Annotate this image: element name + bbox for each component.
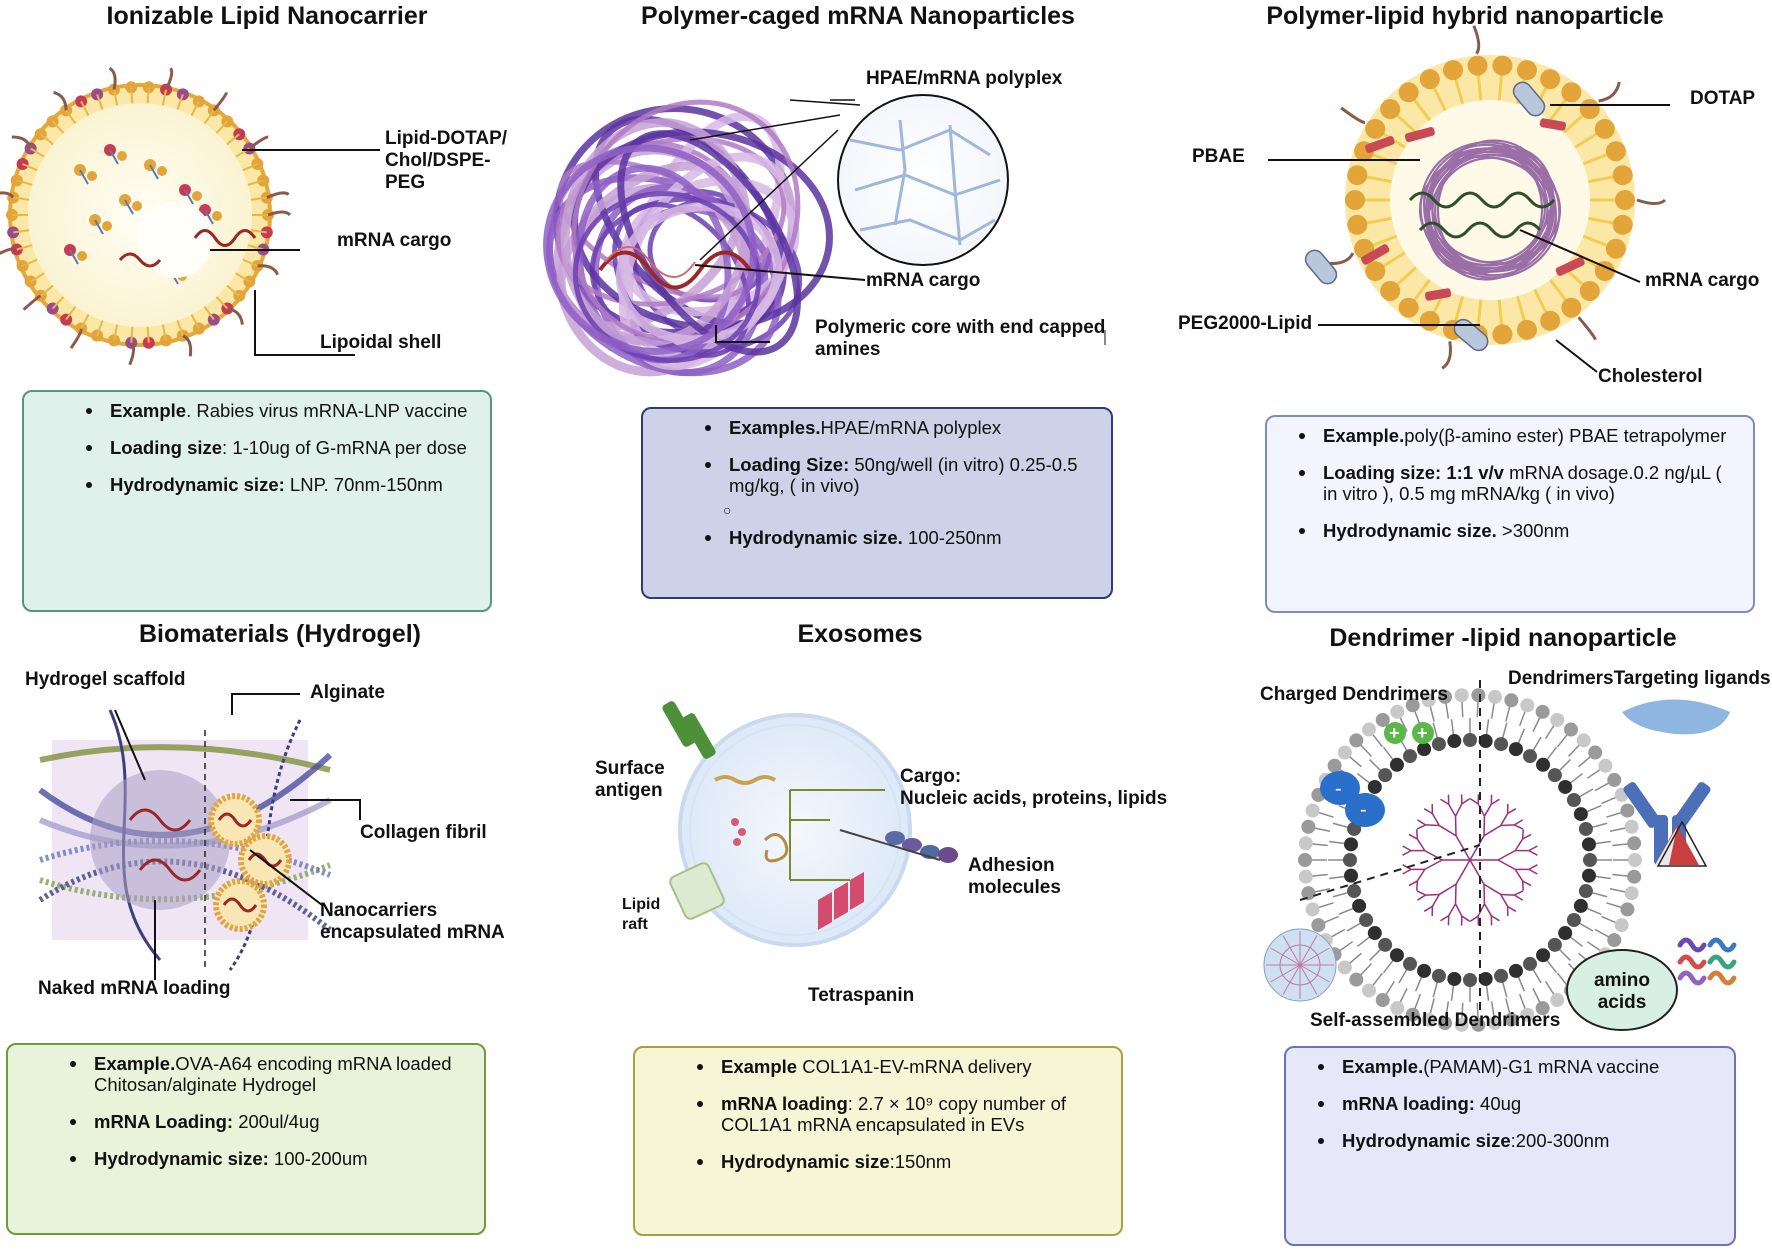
- label-cholesterol: Cholesterol: [1598, 366, 1703, 387]
- lnp-example: Example. Rabies virus mRNA-LNP vaccine: [38, 400, 478, 421]
- dend-loading: mRNA loading: 40ug: [1300, 1093, 1722, 1114]
- info-box-hydrogel: Example.OVA-A64 encoding mRNA loaded Chi…: [6, 1043, 486, 1235]
- lnp-illustration: [0, 66, 380, 366]
- info-box-lnp: Example. Rabies virus mRNA-LNP vaccine L…: [22, 390, 492, 612]
- label-nanocarriers: Nanocarriers encapsulated mRNA: [320, 900, 505, 944]
- exo-loading: mRNA loading: 2.7 × 10⁹ copy number of C…: [649, 1093, 1109, 1135]
- hydro-loading: mRNA Loading: 200ul/4ug: [22, 1111, 472, 1132]
- label-antigen-line1: Surface: [595, 758, 665, 779]
- label-lnp-shell: Lipoidal shell: [320, 332, 442, 353]
- dend-size: Hydrodynamic size:200-300nm: [1300, 1130, 1722, 1151]
- label-nanocarriers-line1: Nanocarriers: [320, 900, 438, 921]
- label-alginate: Alginate: [310, 682, 385, 703]
- label-adhesion: Adhesion molecules: [968, 855, 1061, 899]
- title-exosome: Exosomes: [797, 620, 923, 648]
- label-lipid-line2: Chol/DSPE-: [385, 150, 491, 171]
- exo-example: Example COL1A1-EV-mRNA delivery: [649, 1056, 1109, 1077]
- label-naked: Naked mRNA loading: [38, 978, 231, 999]
- poly-sub-mark: ○: [723, 502, 732, 518]
- hybrid-loading: Loading size: 1:1 v/v mRNA dosage.0.2 ng…: [1281, 462, 1741, 504]
- label-amino-line1: amino: [1594, 970, 1650, 991]
- label-tetraspanin: Tetraspanin: [808, 985, 915, 1006]
- label-scaffold: Hydrogel scaffold: [25, 669, 186, 690]
- hydro-example: Example.OVA-A64 encoding mRNA loaded Chi…: [22, 1053, 472, 1095]
- info-box-dendrimer: Example.(PAMAM)-G1 mRNA vaccine mRNA loa…: [1284, 1046, 1736, 1246]
- label-lnp-cargo: mRNA cargo: [337, 230, 452, 251]
- info-box-polymer: Examples.HPAE/mRNA polyplex Loading Size…: [641, 407, 1113, 599]
- info-box-hybrid: Example.poly(β-amino ester) PBAE tetrapo…: [1265, 415, 1755, 613]
- exosome-illustration: [662, 701, 958, 947]
- lnp-hydro: Hydrodynamic size: LNP. 70nm-150nm: [38, 474, 478, 495]
- label-collagen: Collagen fibril: [360, 822, 487, 843]
- label-raft: Lipid raft: [622, 895, 660, 935]
- label-exo-cargo-line2: Nucleic acids, proteins, lipids: [900, 788, 1168, 809]
- svg-text:-: -: [1335, 778, 1342, 800]
- exo-size: Hydrodynamic size:150nm: [649, 1151, 1109, 1172]
- label-amino-line2: acids: [1597, 992, 1647, 1013]
- hybrid-example: Example.poly(β-amino ester) PBAE tetrapo…: [1281, 425, 1741, 446]
- dendrimer-illustration: + + --: [1263, 680, 1737, 1032]
- polymer-illustration: [543, 94, 1106, 377]
- label-peg: PEG2000-Lipid: [1178, 313, 1313, 334]
- label-antigen-line2: antigen: [595, 780, 663, 801]
- label-lipid-line3: PEG: [385, 172, 426, 193]
- hybrid-hydro: Hydrodynamic size. >300nm: [1281, 520, 1741, 541]
- hydro-size: Hydrodynamic size: 100-200um: [22, 1148, 472, 1169]
- label-amino: amino acids: [1590, 970, 1654, 1014]
- lnp-loading: Loading size: 1-10ug of G-mRNA per dose: [38, 437, 478, 458]
- poly-hydro: Hydrodynamic size. 100-250nm: [657, 527, 1099, 548]
- label-charged: Charged Dendrimers: [1260, 684, 1448, 705]
- label-lipid: Lipid-DOTAP/ Chol/DSPE- PEG: [385, 128, 507, 194]
- title-polymer: Polymer-caged mRNA Nanoparticles: [641, 2, 1075, 30]
- hybrid-illustration: [1268, 25, 1670, 373]
- label-polymer-cargo: mRNA cargo: [866, 270, 981, 291]
- svg-text:+: +: [1417, 723, 1428, 743]
- label-hybrid-cargo: mRNA cargo: [1645, 270, 1760, 291]
- label-polymer-core: Polymeric core with end capped amines: [815, 317, 1105, 361]
- title-dendrimer: Dendrimer -lipid nanoparticle: [1329, 624, 1677, 652]
- hydrogel-illustration: [38, 693, 361, 980]
- label-exo-cargo: Cargo: Nucleic acids, proteins, lipids: [900, 766, 1167, 810]
- label-raft-line2: raft: [622, 916, 648, 933]
- label-polymer-core-line1: Polymeric core with end capped: [815, 317, 1106, 338]
- svg-text:-: -: [1360, 799, 1367, 821]
- title-hydrogel: Biomaterials (Hydrogel): [138, 620, 422, 648]
- label-adhesion-line2: molecules: [968, 877, 1061, 898]
- label-nanocarriers-line2: encapsulated mRNA: [320, 922, 505, 943]
- label-raft-line1: Lipid: [622, 896, 661, 913]
- dend-example: Example.(PAMAM)-G1 mRNA vaccine: [1300, 1056, 1722, 1077]
- title-hybrid: Polymer-lipid hybrid nanoparticle: [1266, 2, 1664, 30]
- label-antigen: Surface antigen: [595, 758, 665, 802]
- label-self-assembled: Self-assembled Dendrimers: [1310, 1010, 1561, 1031]
- label-polyplex: HPAE/mRNA polyplex: [866, 68, 1063, 89]
- label-dotap: DOTAP: [1690, 88, 1756, 109]
- poly-example: Examples.HPAE/mRNA polyplex: [657, 417, 1099, 438]
- info-box-exosome: Example COL1A1-EV-mRNA delivery mRNA loa…: [633, 1046, 1123, 1236]
- title-lnp: Ionizable Lipid Nanocarrier: [106, 2, 428, 30]
- label-lipid-line1: Lipid-DOTAP/: [385, 128, 508, 149]
- svg-text:+: +: [1389, 723, 1400, 743]
- poly-loading: Loading Size: 50ng/well (in vitro) 0.25-…: [657, 454, 1099, 496]
- label-targeting: DendrimersTargeting ligands: [1508, 668, 1771, 689]
- label-exo-cargo-line1: Cargo:: [900, 766, 962, 787]
- label-polymer-core-line2: amines: [815, 339, 881, 360]
- label-adhesion-line1: Adhesion: [968, 855, 1055, 876]
- label-pbae: PBAE: [1192, 146, 1245, 167]
